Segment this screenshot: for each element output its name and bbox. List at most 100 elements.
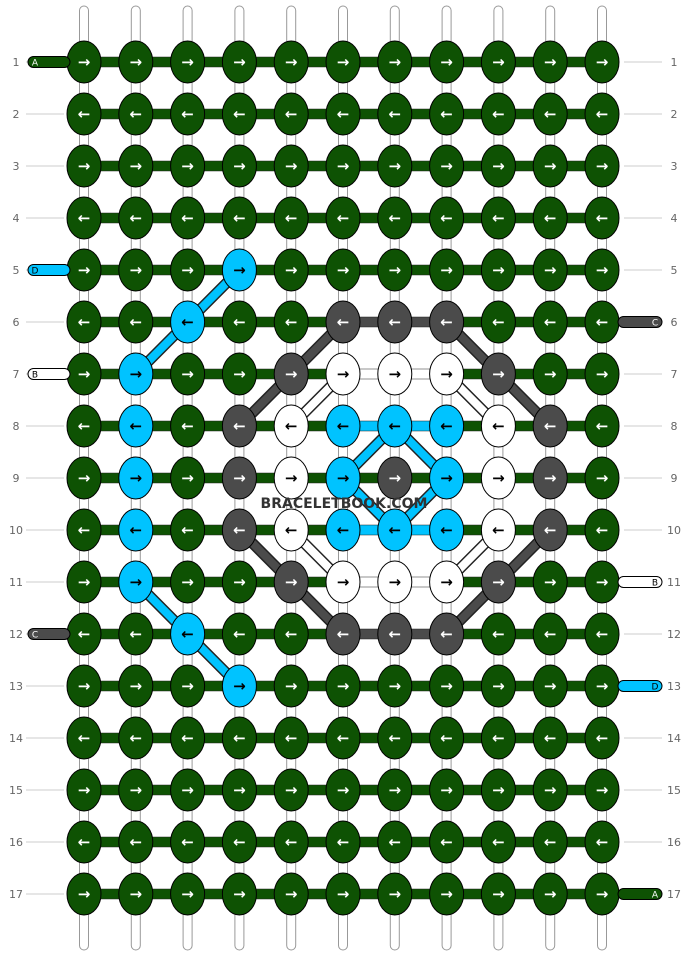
knot: →	[584, 768, 620, 812]
knot-arrow: ←	[596, 833, 609, 851]
knot-arrow: ←	[130, 625, 143, 643]
knot: →	[221, 248, 257, 292]
knot: →	[532, 768, 568, 812]
knot-arrow: ←	[440, 625, 453, 643]
knot: →	[273, 40, 309, 84]
row-label-left: 1	[13, 56, 20, 69]
knot-arrow: ←	[233, 417, 246, 435]
knot-body	[273, 872, 309, 916]
knot: →	[532, 664, 568, 708]
knot-body	[584, 144, 620, 188]
knot: ←	[429, 612, 465, 656]
knot: →	[532, 40, 568, 84]
knot-body	[429, 92, 465, 136]
knot-arrow: →	[78, 573, 91, 591]
knot-body	[66, 508, 102, 552]
knot: ←	[221, 92, 257, 136]
knot: →	[377, 352, 413, 396]
knot-arrow: ←	[440, 209, 453, 227]
knot-body	[325, 612, 361, 656]
row-label-right: 1	[671, 56, 678, 69]
tag-strand	[617, 680, 663, 692]
tag-letter: C	[32, 631, 38, 641]
knot: →	[429, 248, 465, 292]
knot: ←	[584, 300, 620, 344]
knot: ←	[584, 92, 620, 136]
knot-body	[66, 560, 102, 604]
knot-body	[170, 40, 206, 84]
knot: ←	[429, 92, 465, 136]
knot-arrow: ←	[440, 833, 453, 851]
knot: ←	[221, 300, 257, 344]
knot-arrow: →	[233, 781, 246, 799]
knot: ←	[377, 612, 413, 656]
knot: ←	[221, 820, 257, 864]
knot-body	[66, 196, 102, 240]
knot: →	[429, 352, 465, 396]
knot: →	[221, 40, 257, 84]
knot-body	[532, 716, 568, 760]
knot-body	[532, 612, 568, 656]
knot-arrow: →	[596, 677, 609, 695]
knot-body	[532, 144, 568, 188]
knot-arrow: →	[440, 573, 453, 591]
knot: →	[170, 872, 206, 916]
knot: ←	[532, 820, 568, 864]
knot: ←	[170, 508, 206, 552]
knot: ←	[532, 612, 568, 656]
knot-body	[118, 456, 154, 500]
knot: ←	[66, 716, 102, 760]
knot-arrow: ←	[181, 729, 194, 747]
knot-arrow: →	[389, 885, 402, 903]
knot-arrow: →	[544, 781, 557, 799]
knot: ←	[118, 820, 154, 864]
knot: →	[170, 352, 206, 396]
knot-body	[325, 40, 361, 84]
knot: ←	[170, 92, 206, 136]
knot-body	[170, 456, 206, 500]
knot-arrow: ←	[337, 729, 350, 747]
knot-body	[325, 404, 361, 448]
knot-body	[66, 300, 102, 344]
knot: ←	[221, 508, 257, 552]
knot: ←	[480, 196, 516, 240]
knot-arrow: ←	[130, 729, 143, 747]
row-label-right: 15	[667, 784, 681, 797]
row-label-left: 11	[9, 576, 23, 589]
knot-arrow: →	[389, 781, 402, 799]
knot-body	[584, 508, 620, 552]
knot-body	[377, 456, 413, 500]
knot-arrow: →	[440, 469, 453, 487]
knot-arrow: ←	[78, 105, 91, 123]
knot-body	[221, 352, 257, 396]
row-label-left: 4	[13, 212, 20, 225]
knot-arrow: →	[544, 157, 557, 175]
knot-body	[118, 248, 154, 292]
knot-body	[118, 144, 154, 188]
knot-body	[377, 300, 413, 344]
knot-body	[118, 664, 154, 708]
row-label-left: 7	[13, 368, 20, 381]
knot: →	[429, 144, 465, 188]
knot-arrow: →	[78, 885, 91, 903]
knot: ←	[377, 196, 413, 240]
knot: →	[429, 872, 465, 916]
knot-arrow: ←	[181, 833, 194, 851]
knot-body	[377, 144, 413, 188]
knot-body	[66, 664, 102, 708]
knot-arrow: →	[440, 365, 453, 383]
knot-arrow: →	[130, 573, 143, 591]
knot-arrow: ←	[285, 105, 298, 123]
knot: →	[221, 872, 257, 916]
knot: →	[480, 40, 516, 84]
knot-arrow: →	[337, 677, 350, 695]
tag-letter: B	[652, 579, 658, 589]
knot: ←	[325, 196, 361, 240]
knot: ←	[480, 404, 516, 448]
knot-body	[429, 768, 465, 812]
knot-body	[170, 300, 206, 344]
knot: →	[170, 144, 206, 188]
knot-arrow: ←	[78, 209, 91, 227]
knot-arrow: →	[285, 53, 298, 71]
